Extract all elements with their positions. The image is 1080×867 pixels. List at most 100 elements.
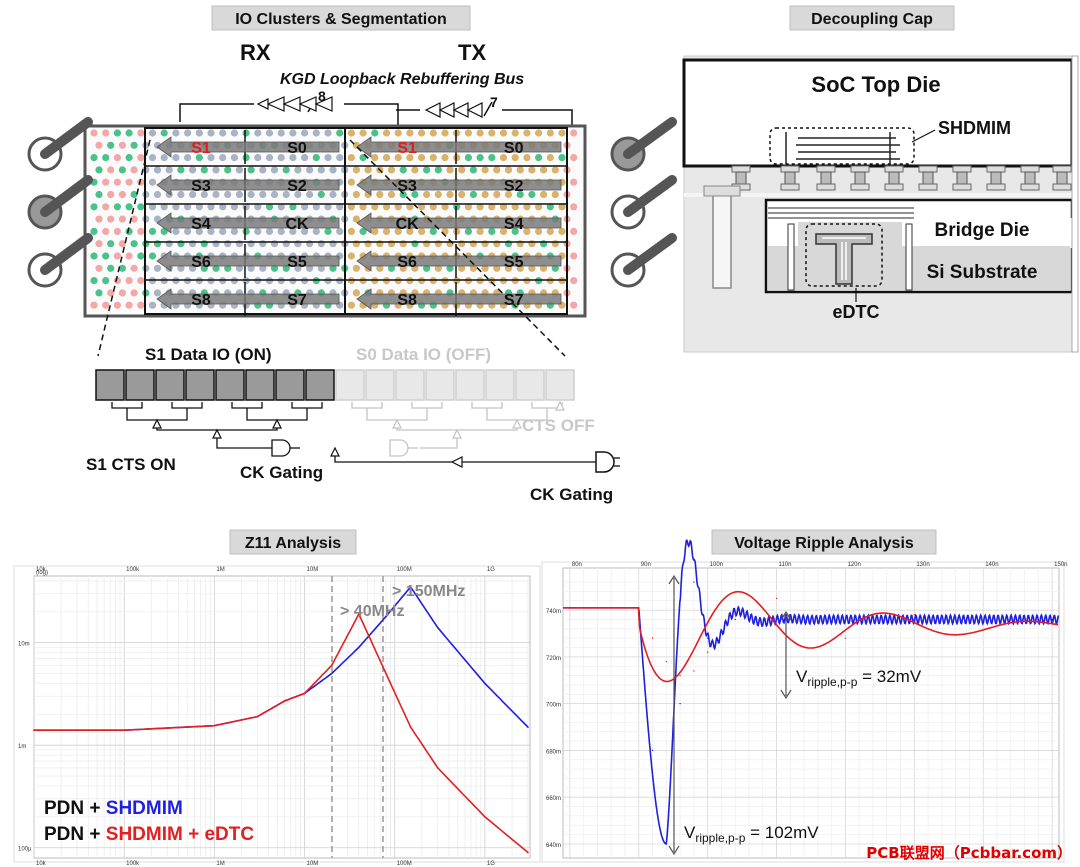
bump-dot <box>219 203 227 211</box>
bump-dot <box>441 154 449 162</box>
ripple-data-point <box>844 637 847 639</box>
io-cell-on <box>155 369 185 401</box>
bump-dot <box>177 240 185 248</box>
bump-dot <box>130 264 138 272</box>
ripple-data-point <box>706 651 709 653</box>
segment-label: S4 <box>191 216 211 233</box>
y-tick-label: 660m <box>546 796 561 802</box>
bump-dot <box>118 215 126 223</box>
bump-dot <box>352 264 360 272</box>
bump-dot <box>570 227 578 235</box>
x-tick-label-bottom: 100k <box>126 861 140 867</box>
bump-dot <box>458 190 466 199</box>
y-tick-label: 100µ <box>18 847 32 853</box>
bump-dot <box>224 264 232 272</box>
bump-dot <box>102 277 110 285</box>
shdmim-pointer <box>911 129 936 143</box>
bump-dot <box>546 203 554 211</box>
bump-dot <box>570 129 578 137</box>
ripple-data-point <box>693 581 695 583</box>
bump-dot <box>160 154 168 162</box>
x-tick-label-bottom: 100M <box>397 861 412 867</box>
bump-dot <box>329 166 337 174</box>
bump-dot <box>289 129 297 137</box>
bump-dot <box>137 203 145 211</box>
bump-dot <box>394 227 402 235</box>
bump-dot <box>441 129 449 137</box>
bump-dot <box>165 166 173 174</box>
x-tick-label-top: 10M <box>307 567 319 573</box>
ripple-data-point <box>638 607 640 609</box>
bump-dot <box>429 129 437 137</box>
data-flow-arrow <box>356 288 562 310</box>
bump-dot <box>551 240 559 248</box>
annot-150mhz: > 150MHz <box>392 583 465 600</box>
watermark: PCB联盟网（Pcbbar.com） <box>866 844 1072 862</box>
ck-gating-label-1: CK Gating <box>240 463 323 482</box>
bump-dot <box>528 190 536 199</box>
segment-label: S4 <box>504 216 524 233</box>
bump-dot <box>125 301 133 309</box>
si-substrate-label: Si Substrate <box>927 262 1038 283</box>
bump-dot <box>172 203 180 211</box>
bump-dot <box>347 227 355 235</box>
ripple-big-value: = 102mV <box>745 823 819 842</box>
ripple-data-point <box>693 670 695 672</box>
bump-dot <box>540 240 548 248</box>
probe-icon <box>610 117 677 172</box>
bump-dot <box>488 129 496 137</box>
bump-dot <box>551 190 559 199</box>
bump-dot <box>195 129 203 137</box>
bump-dot <box>464 154 472 162</box>
bump-dot <box>511 227 519 235</box>
ripple-data-point <box>706 637 709 639</box>
bump-dot <box>90 129 98 137</box>
bump-dot <box>387 264 396 272</box>
bump-dot <box>254 227 262 235</box>
bus-buffers <box>256 96 483 118</box>
bump-dot <box>347 301 355 309</box>
io-cell-on <box>185 369 215 401</box>
bump-dot <box>464 203 472 211</box>
bump-dot <box>312 227 320 235</box>
bump-dot <box>184 129 192 137</box>
legend-series-name: SHDMIM + eDTC <box>106 824 255 845</box>
bump-dot <box>153 240 162 248</box>
bump-dot <box>488 203 496 211</box>
bump-dot <box>212 190 220 199</box>
loopback-bus <box>179 97 573 125</box>
bump-dot <box>118 166 126 174</box>
bump-dot <box>399 166 407 174</box>
bump-dot <box>511 203 519 211</box>
bump-dot <box>224 166 232 174</box>
bump-dot <box>434 240 442 248</box>
bump-dot <box>270 190 279 199</box>
ripple-data-point <box>569 607 571 609</box>
ripple-big-bracket <box>668 574 680 856</box>
bump-dot <box>481 166 489 174</box>
data-flow-arrow <box>156 174 340 196</box>
bump-dot <box>301 203 309 211</box>
bump-dot <box>324 203 332 211</box>
bump-dot <box>148 301 157 309</box>
bump-dot <box>90 277 98 285</box>
bump-dot <box>177 264 185 272</box>
bump-dot <box>235 264 243 272</box>
ripple-big-label: Vripple,p-p = 102mV <box>684 823 819 845</box>
bump-dot <box>130 215 138 223</box>
cts-off-label: CTS OFF <box>522 416 595 435</box>
bump-dot <box>95 141 103 149</box>
bump-dot <box>207 129 215 137</box>
ripple-data-point <box>651 637 654 639</box>
ripple-data-point <box>1051 621 1053 623</box>
ripple-data-point <box>679 674 681 677</box>
bump-dot <box>411 190 419 199</box>
panel-scroll-edge <box>1071 55 1079 353</box>
bump-dot <box>324 129 332 137</box>
segment-label: S2 <box>287 178 307 195</box>
bump-dot <box>458 264 466 272</box>
bump-dot <box>546 227 554 235</box>
bump-dot <box>270 166 279 174</box>
bump-dot <box>235 240 243 248</box>
